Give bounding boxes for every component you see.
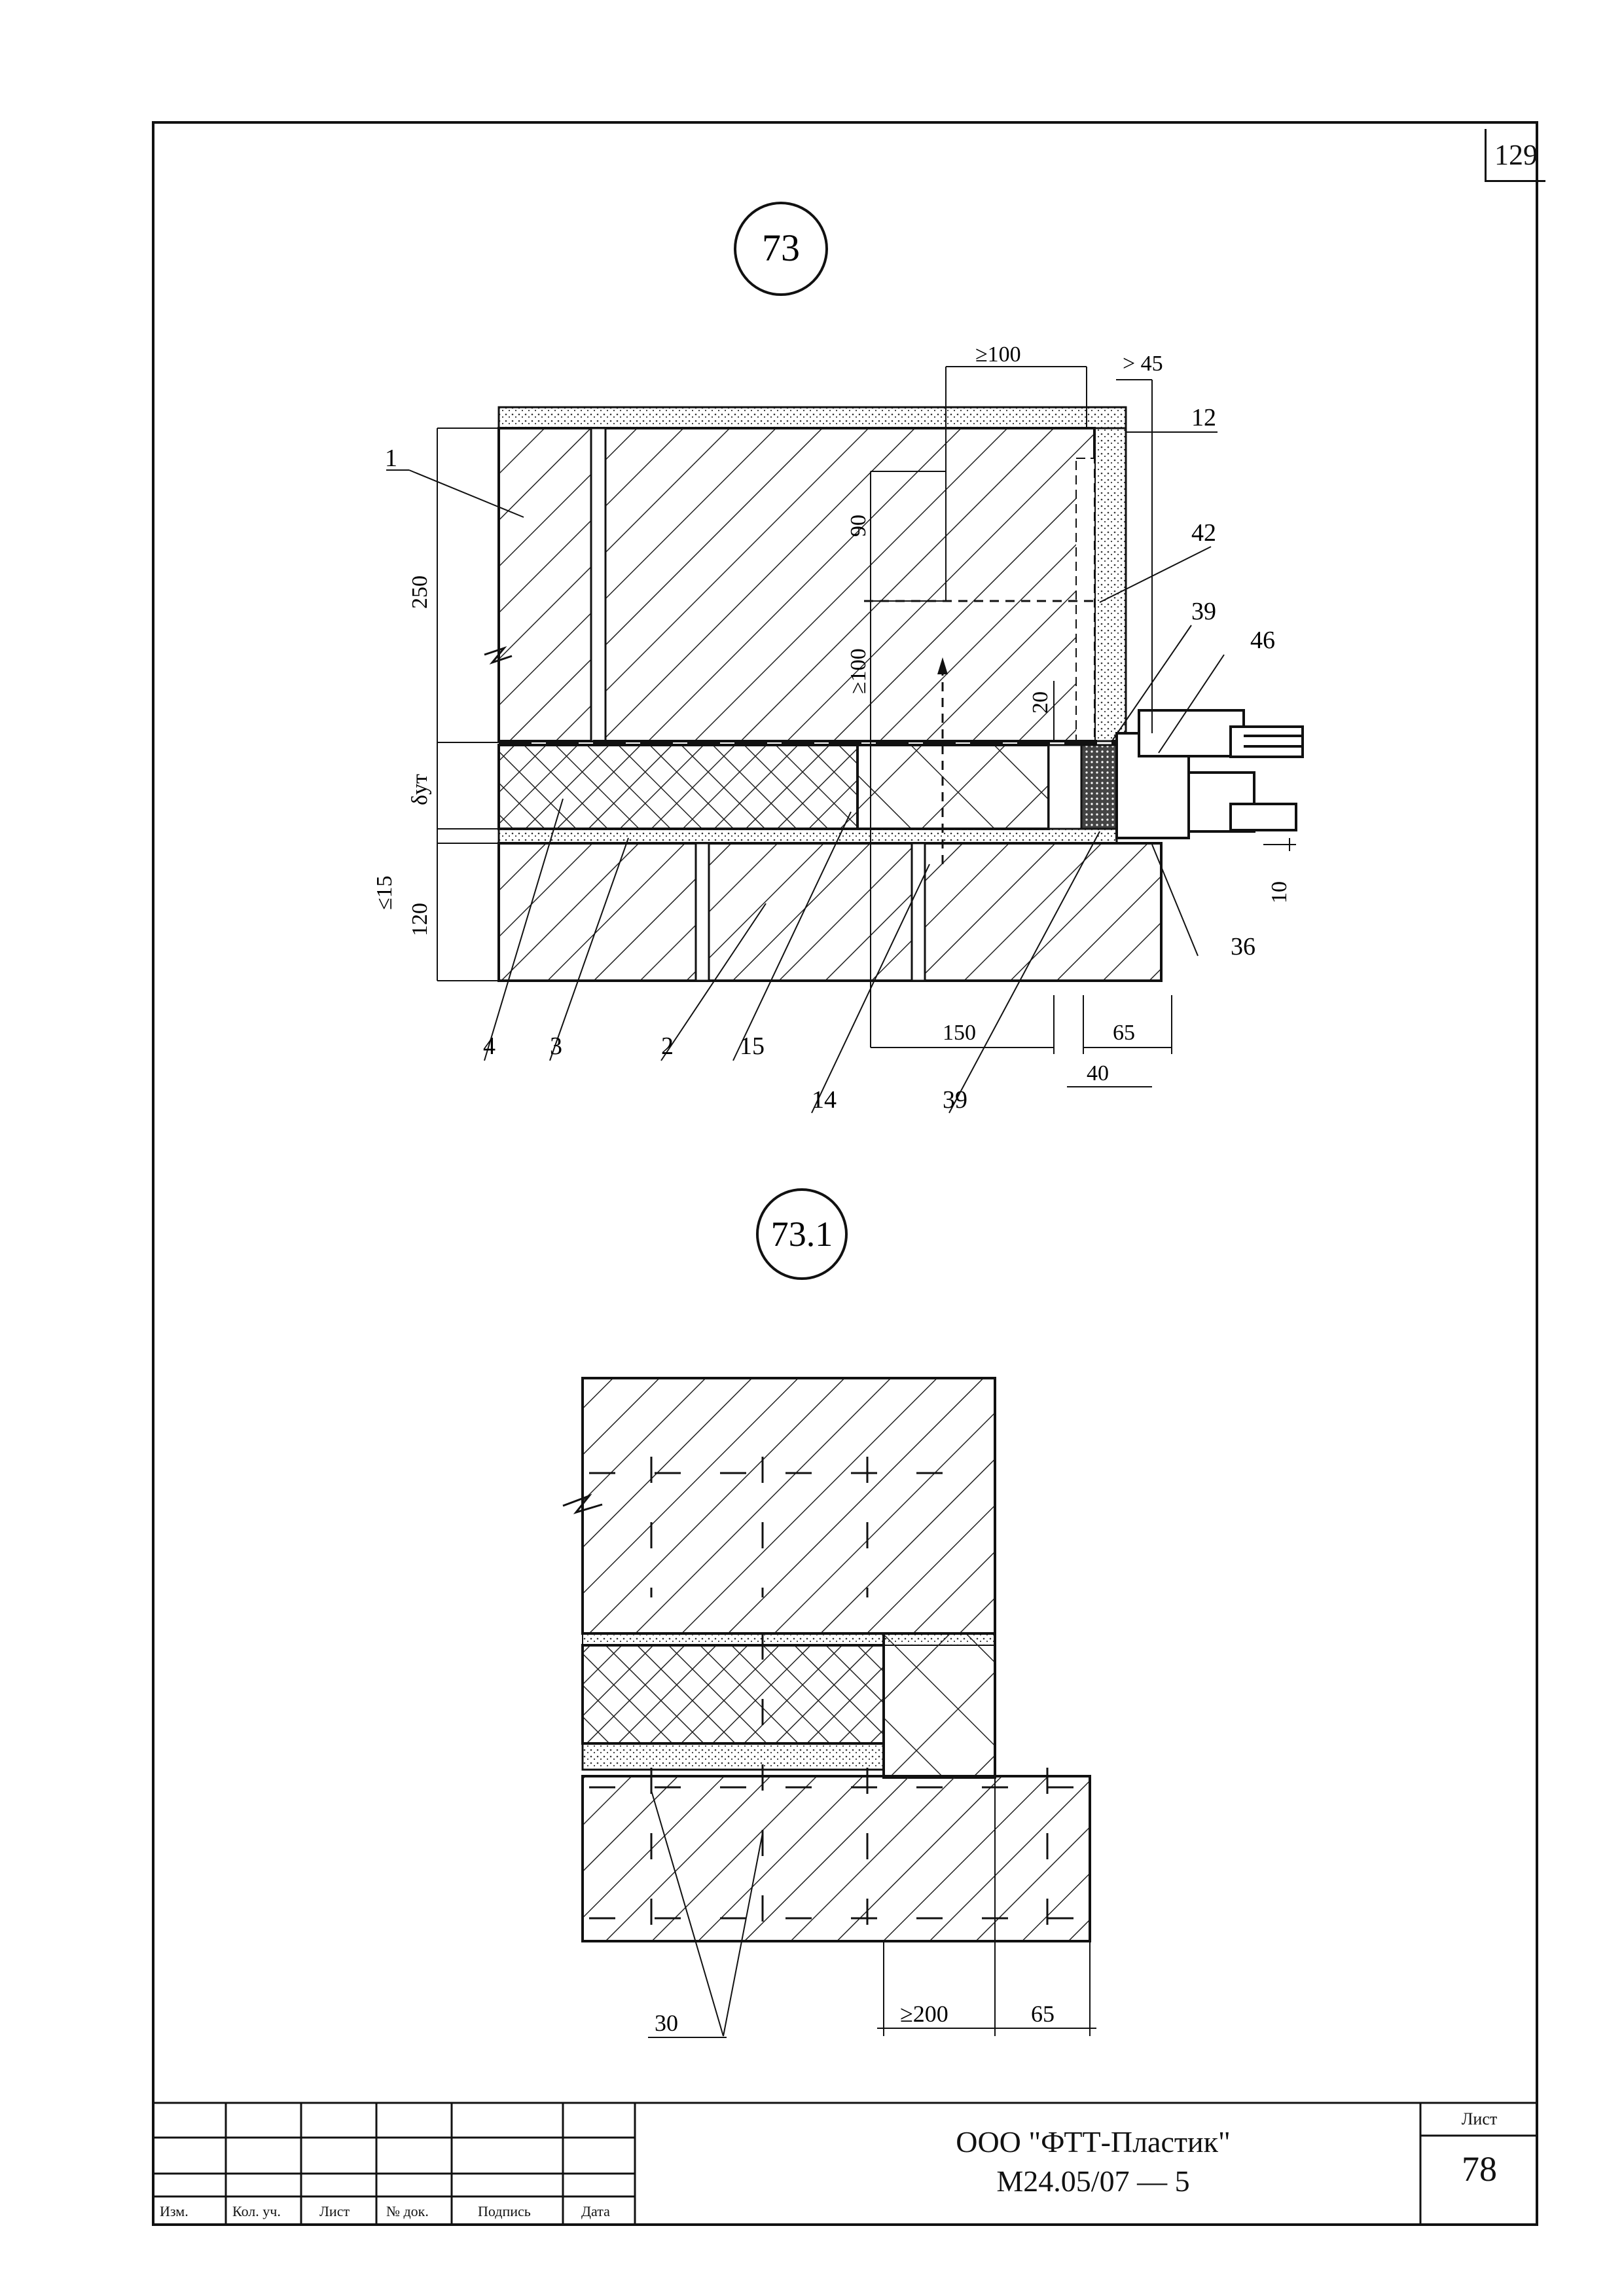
col-signature: Подпись [478, 2203, 531, 2219]
lower-plaster-layer [497, 828, 1118, 845]
lower-wall-section [581, 1775, 1091, 1942]
leader-lines-73 [386, 431, 1225, 1114]
dimension-lines-73 [437, 366, 1296, 1054]
lower-wall-joint-2 [911, 842, 926, 982]
dim-250: 250 [408, 575, 432, 609]
detail-73-id: 73 [762, 227, 800, 269]
section-break-mark [562, 1493, 603, 1514]
col-date: Дата [581, 2203, 610, 2219]
dim-45: > 45 [1123, 352, 1163, 376]
insulation-insert [856, 744, 1050, 830]
sheet-number: 78 [1462, 2149, 1497, 2189]
label-3: 3 [550, 1032, 562, 1060]
anchor-channel [1075, 458, 1095, 742]
label-14: 14 [812, 1086, 837, 1114]
col-sheet: Лист [319, 2203, 350, 2219]
label-2: 2 [661, 1032, 674, 1060]
label-46: 46 [1250, 627, 1275, 654]
dim-40: 40 [1087, 1061, 1109, 1085]
detail-73-1-marker [756, 1188, 848, 1280]
dim-90: 90 [846, 515, 871, 537]
organization-name: ООО "ФТТ-Пластик" [956, 2125, 1231, 2159]
compressible-tape [1047, 744, 1083, 830]
dim-65-b: 65 [1031, 2001, 1055, 2027]
sealant-block [1080, 744, 1118, 830]
dims-73: ≥100 > 45 250 90 ≥100 20 δут ≤15 120 10 … [372, 342, 1291, 1085]
dowel-arrow [937, 657, 948, 674]
upper-wall-block [497, 427, 1096, 742]
label-15: 15 [740, 1032, 765, 1060]
upper-wall-section [581, 1377, 996, 1635]
lower-wall-joint-1 [695, 842, 710, 982]
upper-wall-joint [590, 427, 607, 742]
document-code: М24.05/07 — 5 [996, 2164, 1190, 2198]
reinforcement-marks [589, 1457, 1080, 1938]
section-insulation [581, 1644, 885, 1745]
dim-200: ≥200 [900, 2001, 948, 2027]
sheet-label: Лист [1461, 2109, 1498, 2128]
labels-73: 1 12 42 39 46 36 4 3 2 15 14 39 [385, 404, 1275, 1114]
dim-120: 120 [408, 903, 432, 936]
title-block-grid [152, 2102, 1538, 2226]
dimension-lines-73-1 [877, 1777, 1096, 2036]
lower-wall-block [497, 842, 1163, 982]
dim-100-top: ≥100 [975, 342, 1021, 367]
label-12: 12 [1191, 404, 1216, 431]
label-42: 42 [1191, 519, 1216, 547]
dim-15: ≤15 [372, 875, 397, 910]
label-30: 30 [655, 2010, 678, 2036]
col-doc-no: № док. [386, 2203, 429, 2219]
section-insulation-insert [882, 1632, 996, 1779]
detail-73-1-id: 73.1 [771, 1214, 833, 1254]
top-plaster-layer [497, 406, 1127, 429]
leader-lines-73-1 [648, 1790, 763, 2038]
label-39-top: 39 [1191, 598, 1216, 625]
dim-65-a: 65 [1113, 1021, 1135, 1045]
section-plaster [581, 1742, 885, 1771]
label-39-bottom: 39 [943, 1086, 967, 1114]
detail-73-marker [734, 202, 828, 296]
label-36: 36 [1231, 933, 1255, 960]
detail-73-1: 73.1 [562, 1188, 1096, 2038]
dim-100-side: ≥100 [846, 648, 871, 694]
page-number: 129 [1485, 129, 1545, 182]
label-4: 4 [483, 1032, 496, 1060]
dim-150: 150 [943, 1021, 976, 1045]
break-mark [484, 646, 513, 665]
side-plaster-layer [1093, 427, 1127, 742]
window-frame-profile [1115, 709, 1304, 839]
drawing-frame [152, 121, 1538, 2226]
dims-73-1: 30 ≥200 65 [655, 2001, 1055, 2036]
col-change: Изм. [160, 2203, 189, 2219]
dim-insulation: δут [408, 774, 432, 805]
col-count: Кол. уч. [232, 2203, 281, 2219]
detail-73: 73 [372, 202, 1304, 1114]
insulation-layer [497, 744, 859, 830]
dim-10: 10 [1267, 881, 1291, 903]
dim-20: 20 [1028, 691, 1053, 714]
label-1: 1 [385, 445, 397, 472]
